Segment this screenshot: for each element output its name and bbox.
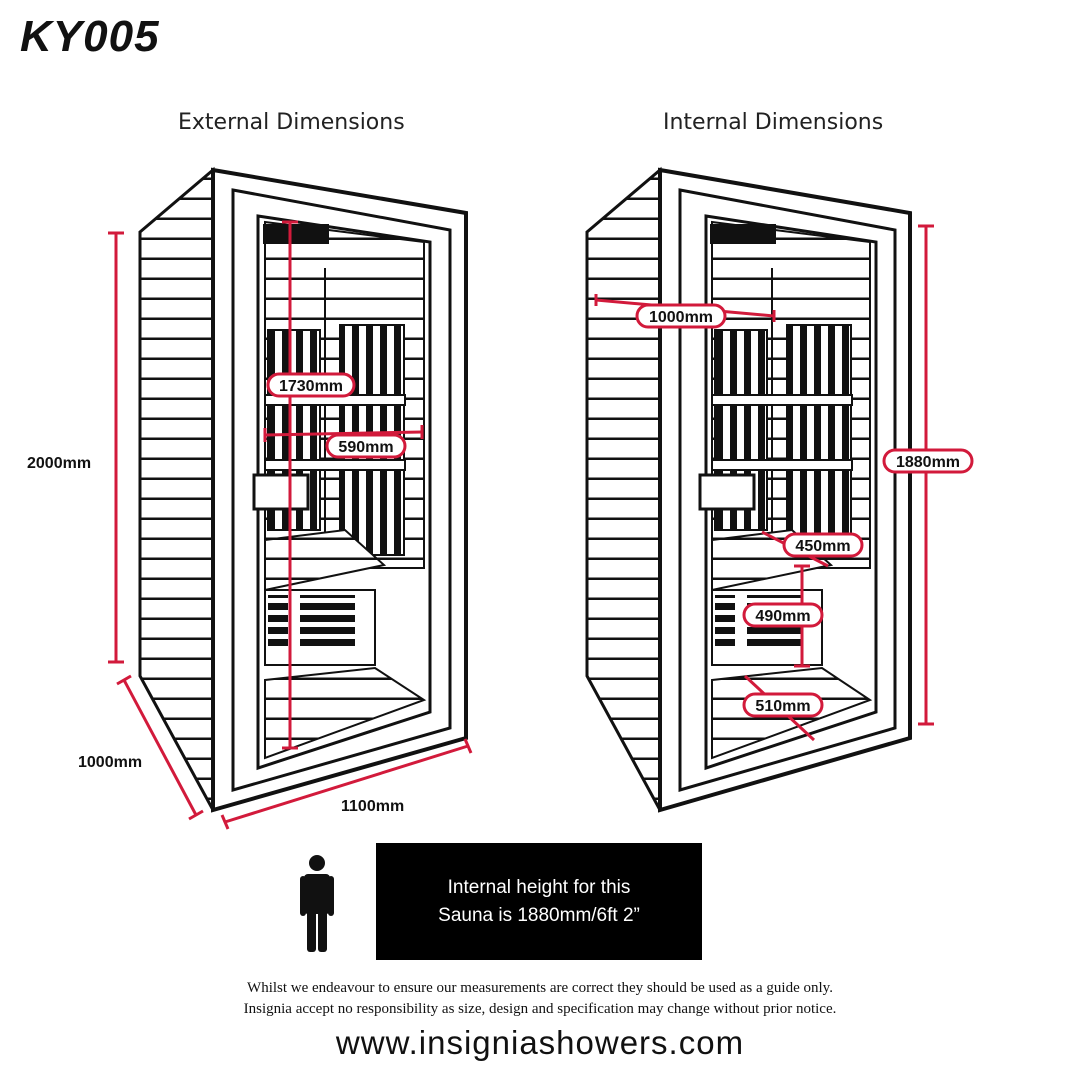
bench-depth-label: 450mm: [795, 538, 850, 555]
internal-depth-callout: 1000mm: [635, 303, 727, 329]
bench-depth-callout: 450mm: [782, 532, 864, 558]
notice-line-2: Sauna is 1880mm/6ft 2”: [438, 904, 640, 926]
internal-depth-label: 1000mm: [649, 309, 713, 326]
internal-dimensions-heading: Internal Dimensions: [663, 110, 884, 135]
floor-depth-callout: 510mm: [742, 692, 824, 718]
door-height-label: 1730mm: [279, 378, 343, 395]
disclaimer-line-2: Insignia accept no responsibility as siz…: [243, 1001, 837, 1017]
external-dimension-markers: [108, 220, 473, 830]
external-depth-label: 1000mm: [78, 754, 142, 771]
bench-height-label: 490mm: [755, 608, 810, 625]
external-height-label: 2000mm: [27, 455, 91, 472]
notice-line-1: Internal height for this: [447, 876, 631, 898]
external-dimensions-heading: External Dimensions: [178, 110, 405, 135]
bench-height-callout: 490mm: [742, 602, 824, 628]
floor-depth-label: 510mm: [755, 698, 810, 715]
disclaimer-line-1: Whilst we endeavour to ensure our measur…: [247, 980, 833, 996]
person-icon: [300, 855, 334, 952]
website-link[interactable]: www.insigniashowers.com: [335, 1024, 745, 1061]
external-side-wall: [138, 166, 215, 811]
model-title: KY005: [20, 12, 160, 61]
door-width-callout: 590mm: [325, 433, 407, 459]
disclaimer: Whilst we endeavour to ensure our measur…: [0, 978, 1080, 1020]
door-height-callout: 1730mm: [266, 372, 356, 398]
internal-height-callout: 1880mm: [882, 448, 974, 474]
internal-side-wall: [585, 166, 662, 811]
internal-height-label: 1880mm: [896, 454, 960, 471]
external-sauna-drawing: [138, 166, 468, 813]
internal-height-notice: Internal height for this Sauna is 1880mm…: [376, 843, 702, 960]
door-width-label: 590mm: [338, 439, 393, 456]
external-width-label: 1100mm: [341, 798, 404, 815]
